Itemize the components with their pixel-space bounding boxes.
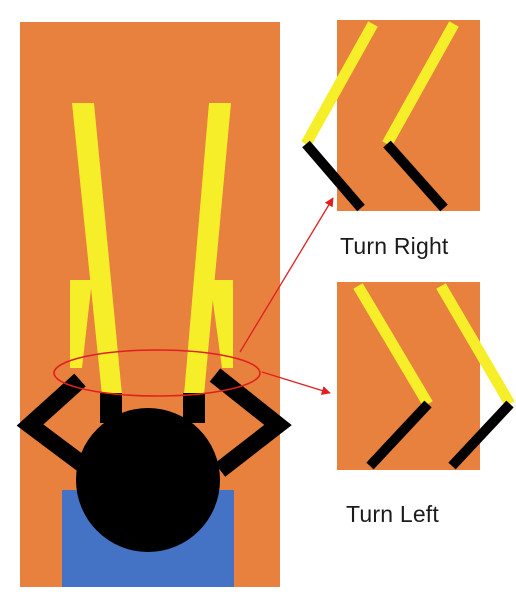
left-arm: [16, 373, 96, 477]
turn-left-panel: [337, 282, 515, 470]
right-tiller-lower: [210, 280, 233, 368]
right-grip: [183, 393, 205, 423]
turn-left-left-grip: [366, 400, 432, 470]
turn-right-panel: [301, 20, 480, 212]
turn-left-right-tiller: [436, 283, 515, 407]
arrow-to-turn-left: [261, 371, 331, 395]
turn-right-right-grip: [383, 140, 448, 212]
right-arm: [209, 368, 292, 477]
turn-right-left-grip: [302, 140, 365, 212]
left-grip: [100, 393, 122, 423]
turn-right-right-tiller: [382, 21, 459, 147]
operator-head: [76, 408, 220, 552]
arrow-to-turn-right: [239, 197, 334, 353]
grip-highlight-ellipse: [53, 349, 261, 397]
right-tiller-upper: [184, 103, 231, 395]
turn-right-label: Turn Right: [340, 233, 449, 259]
main-view: [16, 22, 292, 587]
turn-left-right-grip: [448, 400, 514, 470]
left-tiller-lower: [70, 280, 92, 368]
turn-left-left-tiller: [353, 283, 433, 407]
left-tiller-upper: [72, 103, 122, 395]
turn-right-left-tiller: [301, 21, 378, 147]
turn-left-label: Turn Left: [346, 501, 439, 527]
